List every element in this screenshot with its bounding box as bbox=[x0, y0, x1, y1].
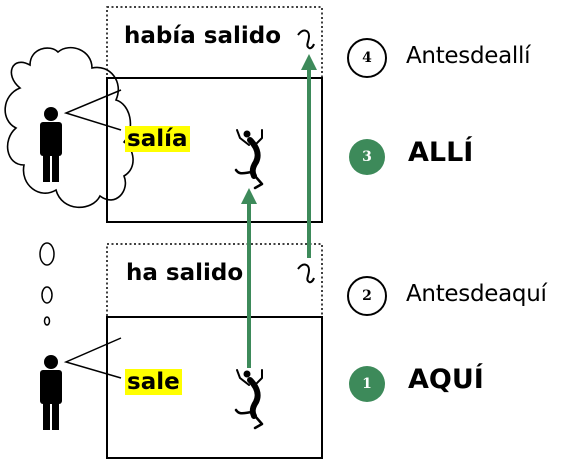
label-1: AQUÍ bbox=[408, 364, 484, 395]
thought-cloud bbox=[4, 46, 134, 209]
upper-solid-verb-text: salía bbox=[125, 126, 190, 152]
squiggle-icon-lower bbox=[297, 263, 315, 284]
lower-solid-box bbox=[106, 316, 323, 459]
badge-3: 3 bbox=[349, 139, 385, 175]
thought-bubble-medium bbox=[41, 286, 53, 304]
arrow-lower-to-upper bbox=[241, 188, 257, 368]
thought-bubble-large bbox=[39, 242, 55, 266]
runner-icon-lower bbox=[234, 369, 264, 430]
squiggle-icon-upper bbox=[297, 29, 315, 50]
lower-solid-verb: sale bbox=[125, 368, 182, 396]
label-4: Antesdeallí bbox=[406, 43, 531, 69]
badge-4: 4 bbox=[347, 38, 387, 78]
lower-solid-verb-text: sale bbox=[125, 369, 182, 395]
arrow-tall bbox=[301, 54, 317, 258]
upper-dotted-verb: había salido bbox=[124, 23, 282, 49]
lower-dotted-verb: ha salido bbox=[126, 260, 244, 286]
thought-bubble-small bbox=[43, 316, 51, 326]
runner-icon-upper bbox=[234, 129, 264, 190]
label-2: Antesdeaquí bbox=[406, 281, 547, 307]
badge-1: 1 bbox=[349, 366, 385, 402]
person-icon-upper bbox=[40, 89, 122, 182]
label-3: ALLÍ bbox=[408, 137, 474, 168]
person-icon-lower bbox=[40, 337, 122, 430]
upper-solid-box bbox=[106, 77, 323, 223]
upper-solid-verb: salía bbox=[125, 125, 190, 153]
badge-2: 2 bbox=[347, 276, 387, 316]
